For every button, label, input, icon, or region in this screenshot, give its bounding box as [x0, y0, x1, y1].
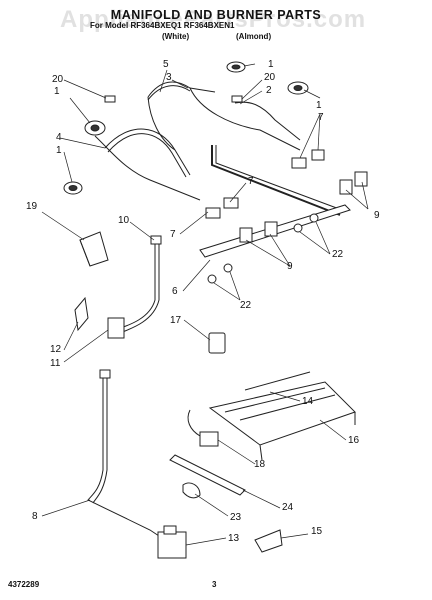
clip-part-20-left: [104, 95, 116, 103]
bracket-part-12: [74, 296, 89, 332]
callout-5: 5: [163, 59, 169, 70]
callout-3: 3: [166, 72, 172, 83]
gas-tube-4: [104, 128, 191, 176]
screws-22: [207, 213, 319, 284]
page-title: MANIFOLD AND BURNER PARTS: [110, 8, 322, 22]
callout-12: 12: [50, 344, 62, 355]
callout-11: 11: [50, 358, 61, 369]
gas-tube-3: [189, 87, 301, 151]
gas-tube-8: [87, 375, 166, 541]
valve-9: [239, 171, 368, 243]
watermark: AppliancePartsPros.com: [60, 6, 367, 33]
callout-19: 19: [26, 201, 38, 212]
callout-10: 10: [118, 215, 130, 226]
model-subtitle: For Model RF364BXEQ1 RF364BXEN1: [90, 21, 235, 30]
regulator-part-13: [157, 531, 187, 559]
gas-tube-2: [234, 101, 301, 141]
regulator-part-11: [107, 317, 125, 339]
bracket-part-24: [169, 454, 246, 496]
callout-7: 7: [248, 176, 254, 187]
callout-15: 15: [311, 526, 323, 537]
variant-white: (White): [162, 32, 190, 41]
burner-cap-left-upper: [84, 120, 106, 136]
gas-tube-5: [147, 81, 216, 98]
callout-13: 13: [228, 533, 240, 544]
callout-4: 4: [56, 132, 62, 143]
callout-17: 17: [170, 315, 182, 326]
callout-1: 1: [56, 145, 62, 156]
callout-6: 6: [172, 286, 178, 297]
callout-22: 22: [240, 300, 252, 311]
callout-1: 1: [316, 100, 322, 111]
burner-box-part-16: [208, 381, 356, 446]
switch-part-17: [208, 332, 226, 354]
callout-14: 14: [302, 396, 314, 407]
orifice-part-19: [79, 231, 109, 267]
callout-9: 9: [287, 261, 293, 272]
callout-8: 8: [32, 511, 38, 522]
igniter-module-part-15: [254, 529, 283, 553]
variant-almond: (Almond): [236, 32, 272, 41]
igniter-part-18: [199, 431, 219, 447]
manifold-pipe: [211, 145, 341, 216]
callout-7: 7: [170, 229, 176, 240]
callout-23: 23: [230, 512, 242, 523]
callout-20: 20: [52, 74, 64, 85]
callout-20: 20: [264, 72, 276, 83]
valve-7: [205, 149, 325, 219]
callout-1: 1: [268, 59, 274, 70]
callout-22: 22: [332, 249, 344, 260]
burner-cap-right: [287, 81, 309, 95]
page-number: 3: [212, 580, 217, 589]
callout-18: 18: [254, 459, 266, 470]
callout-7: 7: [318, 112, 324, 123]
callout-1: 1: [54, 86, 60, 97]
clip-part-20-right: [231, 95, 243, 103]
leader-lines: [41, 63, 369, 546]
callout-9: 9: [374, 210, 380, 221]
callout-24: 24: [282, 502, 294, 513]
callout-16: 16: [348, 435, 360, 446]
bracket-part-14: [244, 371, 311, 391]
burner-cap-top-center: [226, 61, 246, 73]
part-number: 4372289: [8, 580, 40, 589]
callout-2: 2: [266, 85, 272, 96]
burner-cap-left-lower: [63, 181, 83, 195]
